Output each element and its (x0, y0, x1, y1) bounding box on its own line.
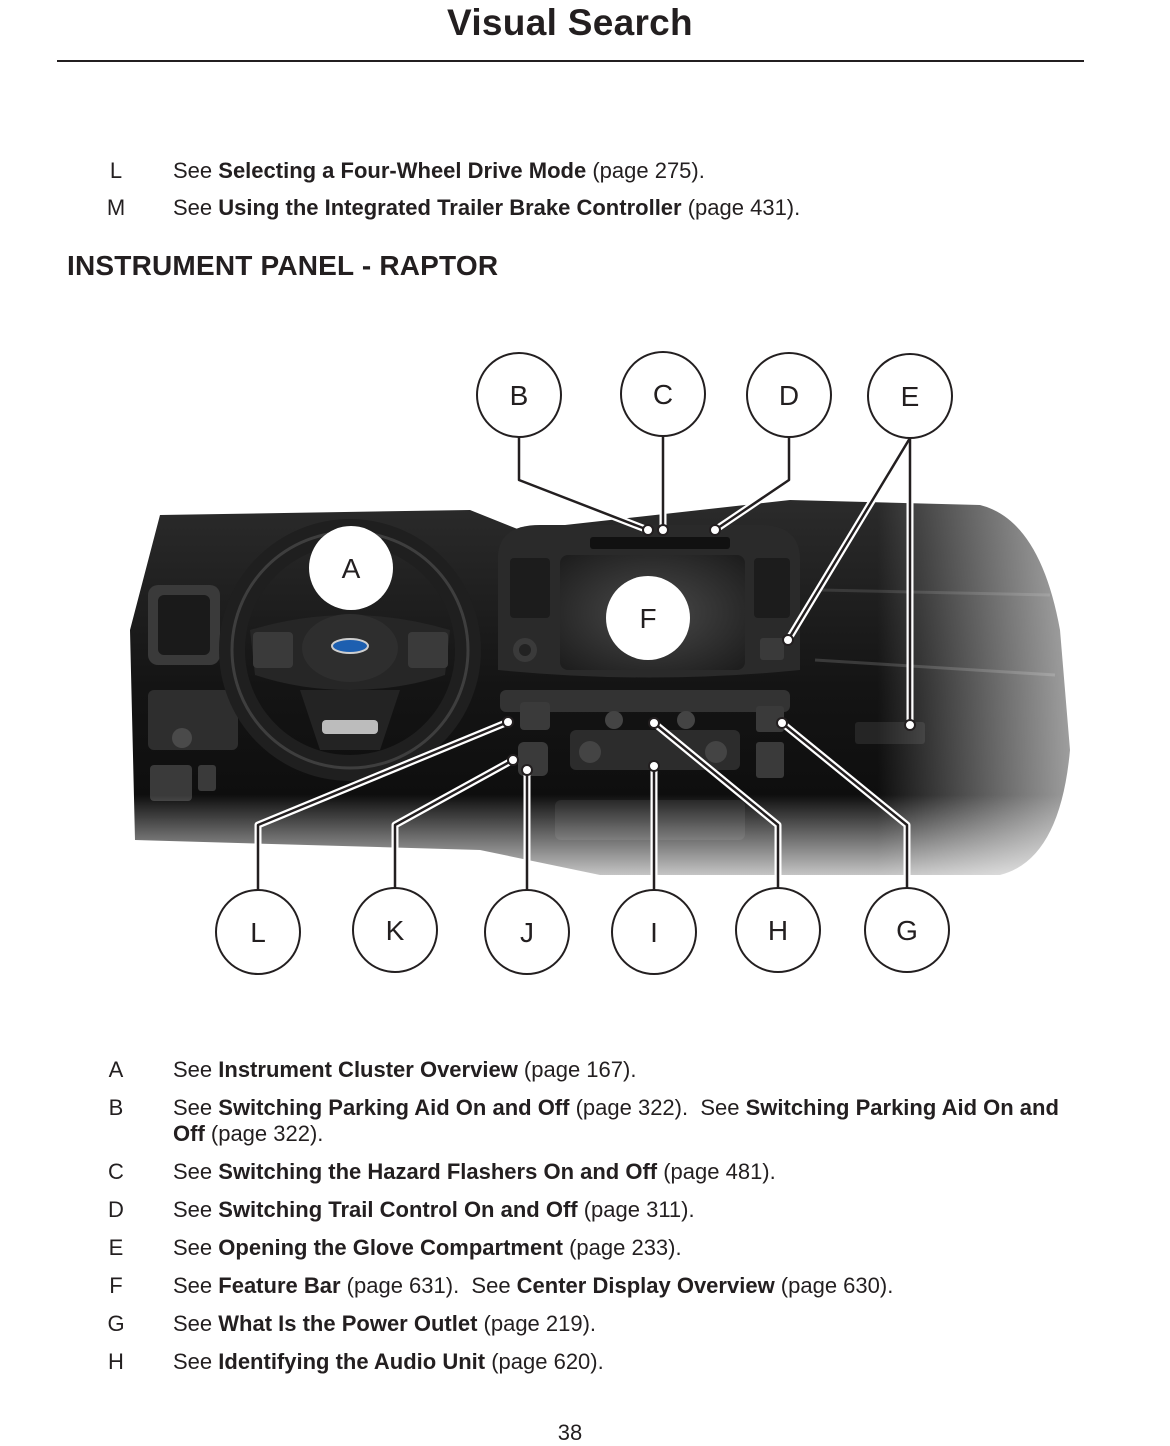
reference-text: See Switching Trail Control On and Off (… (173, 1197, 1080, 1223)
instrument-panel-figure: B C D E A F L (0, 330, 1170, 990)
callout-g-label: G (896, 915, 918, 946)
callout-b-label: B (510, 380, 529, 411)
reference-plain-text: (page 311). (578, 1197, 695, 1222)
reference-plain-text: See (173, 1197, 218, 1222)
reference-row-m: M See Using the Integrated Trailer Brake … (0, 195, 1170, 221)
reference-plain-text: (page 631). See (341, 1273, 517, 1298)
title-divider (57, 60, 1084, 62)
reference-text: See What Is the Power Outlet (page 219). (173, 1311, 1080, 1337)
reference-plain-text: (page 219). (477, 1311, 596, 1336)
reference-text: See Identifying the Audio Unit (page 620… (173, 1349, 1080, 1375)
reference-plain-text: See (173, 1095, 218, 1120)
callout-h: H (736, 888, 820, 972)
reference-text: See Selecting a Four-Wheel Drive Mode (p… (173, 158, 1080, 184)
reference-row-g: G See What Is the Power Outlet (page 219)… (0, 1311, 1170, 1337)
callout-i-label: I (650, 917, 658, 948)
reference-row-h: H See Identifying the Audio Unit (page 62… (0, 1349, 1170, 1375)
callout-k: K (353, 888, 437, 972)
reference-plain-text: See (173, 158, 218, 183)
reference-link-title[interactable]: Switching the Hazard Flashers On and Off (218, 1159, 657, 1184)
reference-key: E (98, 1235, 134, 1261)
reference-link-title[interactable]: Switching Parking Aid On and Off (218, 1095, 569, 1120)
reference-link-title[interactable]: Instrument Cluster Overview (218, 1057, 518, 1082)
callout-c-label: C (653, 379, 673, 410)
callout-f-label: F (639, 603, 656, 634)
reference-plain-text: (page 620). (485, 1349, 604, 1374)
reference-key: F (98, 1273, 134, 1299)
reference-plain-text: See (173, 1349, 218, 1374)
reference-plain-text: (page 481). (657, 1159, 776, 1184)
reference-plain-text: See (173, 195, 218, 220)
reference-link-title[interactable]: Selecting a Four-Wheel Drive Mode (218, 158, 586, 183)
reference-key: C (98, 1159, 134, 1185)
reference-key: D (98, 1197, 134, 1223)
reference-plain-text: See (173, 1311, 218, 1336)
reference-link-title[interactable]: What Is the Power Outlet (218, 1311, 477, 1336)
reference-text: See Feature Bar (page 631). See Center D… (173, 1273, 1080, 1299)
callout-e-label: E (901, 381, 920, 412)
callout-d: D (747, 353, 831, 437)
reference-plain-text: (page 167). (518, 1057, 637, 1082)
reference-row-a: A See Instrument Cluster Overview (page 1… (0, 1057, 1170, 1083)
reference-text: See Instrument Cluster Overview (page 16… (173, 1057, 1080, 1083)
reference-text: See Opening the Glove Compartment (page … (173, 1235, 1080, 1261)
page-title: Visual Search (0, 2, 1140, 44)
callout-i: I (612, 890, 696, 974)
dashboard-body (0, 480, 1170, 900)
reference-plain-text: (page 431). (682, 195, 801, 220)
callout-l: L (216, 890, 300, 974)
reference-key: G (98, 1311, 134, 1337)
reference-plain-text: (page 322). See (569, 1095, 745, 1120)
reference-key: B (98, 1095, 134, 1121)
section-heading: INSTRUMENT PANEL - RAPTOR (67, 250, 498, 282)
reference-link-title[interactable]: Opening the Glove Compartment (218, 1235, 563, 1260)
reference-row-d: D See Switching Trail Control On and Off … (0, 1197, 1170, 1223)
callout-b: B (477, 353, 561, 437)
reference-plain-text: See (173, 1057, 218, 1082)
reference-key: H (98, 1349, 134, 1375)
reference-plain-text: (page 275). (586, 158, 705, 183)
callout-j: J (485, 890, 569, 974)
callout-f: F (606, 576, 690, 660)
reference-row-e: E See Opening the Glove Compartment (page… (0, 1235, 1170, 1261)
reference-row-b: B See Switching Parking Aid On and Off (p… (0, 1095, 1170, 1147)
callout-d-label: D (779, 380, 799, 411)
reference-text: See Switching the Hazard Flashers On and… (173, 1159, 1080, 1185)
reference-text: See Using the Integrated Trailer Brake C… (173, 195, 1080, 221)
page-number: 38 (0, 1420, 1140, 1446)
reference-link-title[interactable]: Using the Integrated Trailer Brake Contr… (218, 195, 681, 220)
reference-link-title[interactable]: Feature Bar (218, 1273, 340, 1298)
reference-link-title[interactable]: Identifying the Audio Unit (218, 1349, 485, 1374)
reference-plain-text: See (173, 1159, 218, 1184)
callout-k-label: K (386, 915, 405, 946)
reference-plain-text: (page 322). (205, 1121, 324, 1146)
reference-row-c: C See Switching the Hazard Flashers On an… (0, 1159, 1170, 1185)
callout-a-label: A (342, 553, 361, 584)
callout-c: C (621, 352, 705, 436)
reference-link-title[interactable]: Center Display Overview (517, 1273, 775, 1298)
callout-h-label: H (768, 915, 788, 946)
reference-key: L (98, 158, 134, 184)
reference-plain-text: See (173, 1273, 218, 1298)
callout-l-label: L (250, 917, 266, 948)
reference-link-title[interactable]: Switching Trail Control On and Off (218, 1197, 577, 1222)
callout-e: E (868, 354, 952, 438)
reference-plain-text: (page 630). (775, 1273, 894, 1298)
reference-row-l: L See Selecting a Four-Wheel Drive Mode (… (0, 158, 1170, 184)
callout-g: G (865, 888, 949, 972)
reference-plain-text: (page 233). (563, 1235, 682, 1260)
reference-key: M (98, 195, 134, 221)
reference-text: See Switching Parking Aid On and Off (pa… (173, 1095, 1080, 1147)
reference-plain-text: See (173, 1235, 218, 1260)
callout-j-label: J (520, 917, 534, 948)
callout-a: A (309, 526, 393, 610)
reference-row-f: F See Feature Bar (page 631). See Center … (0, 1273, 1170, 1299)
instrument-panel-illustration: B C D E A F L (0, 330, 1170, 990)
reference-key: A (98, 1057, 134, 1083)
